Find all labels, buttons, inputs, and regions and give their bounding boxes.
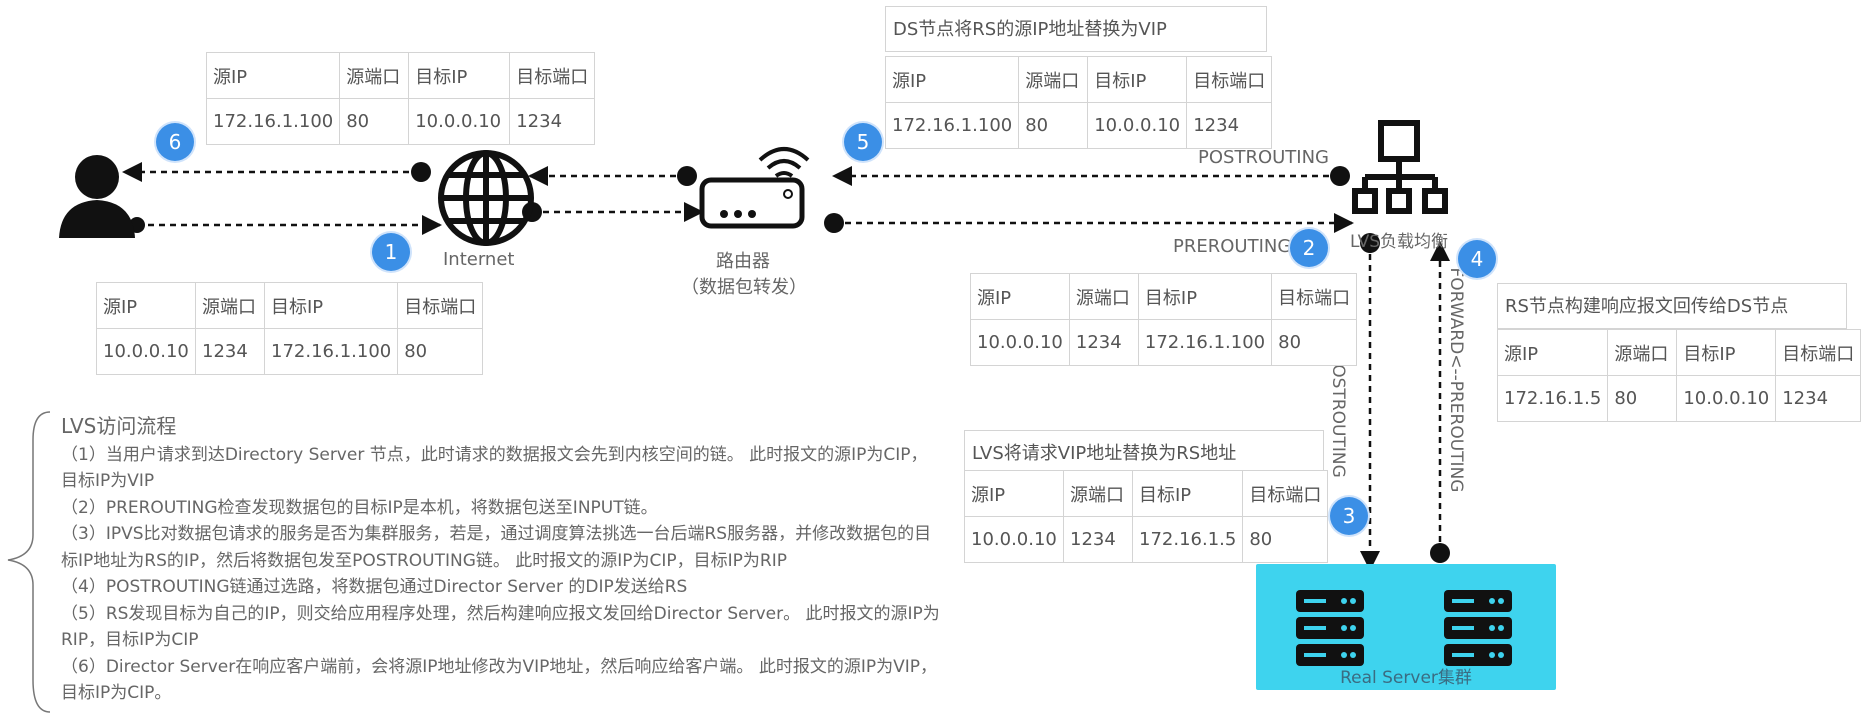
router-icon [696,138,811,237]
router-label: 路由器 [716,251,770,272]
rs-cluster-label: Real Server集群 [1340,668,1472,688]
process-step: （4）POSTROUTING链通过选路，将数据包通过Director Serve… [61,577,688,597]
table-caption-step3: LVS将请求VIP地址替换为RS地址 [964,430,1324,476]
step-badge-2: 2 [1290,229,1328,267]
router-sublabel: （数据包转发） [681,277,807,298]
server-icon [1296,590,1364,670]
table-caption-step5: DS节点将RS的源IP地址替换为VIP [885,6,1267,52]
step-badge-4: 4 [1458,240,1496,278]
internet-label: Internet [443,249,515,270]
lvs-label: LVS负载均衡 [1350,232,1449,252]
globe-icon [437,149,535,251]
step-badge-6: 6 [156,123,194,161]
real-server-cluster: Real Server集群 [1256,564,1556,690]
postrouting-label: POSTROUTING [1198,147,1330,168]
step-badge-5: 5 [844,123,882,161]
lvs-process-list: LVS访问流程 （1）当用户请求到达Directory Server 节点，此时… [61,413,941,707]
process-step: （6）Director Server在响应客户端前，会将源IP地址修改为VIP地… [61,656,937,704]
forward-prerouting-label: FORWARD<--PREROUTING [1446,267,1466,493]
user-icon [57,150,147,244]
process-step: （3）IPVS比对数据包请求的服务是否为集群服务，若是，通过调度算法挑选一台后端… [61,524,932,571]
network-tree-icon [1352,119,1448,227]
step-badge-3: 3 [1330,497,1368,535]
server-icon [1444,590,1512,670]
process-title: LVS访问流程 [61,414,177,438]
process-step: （1）当用户请求到达Directory Server 节点，此时请求的数据报文会… [61,444,928,492]
step-badge-1: 1 [372,233,410,271]
process-step: （5）RS发现目标为自己的IP，则交给应用程序处理，然后构建响应报文发回给Dir… [61,603,940,651]
process-brace [7,411,51,713]
process-step: （2）PREROUTING检查发现数据包的目标IP是本机，将数据包送至INPUT… [61,497,658,518]
prerouting-label: PREROUTING [1173,236,1292,257]
table-caption-step4: RS节点构建响应报文回传给DS节点 [1497,283,1847,329]
